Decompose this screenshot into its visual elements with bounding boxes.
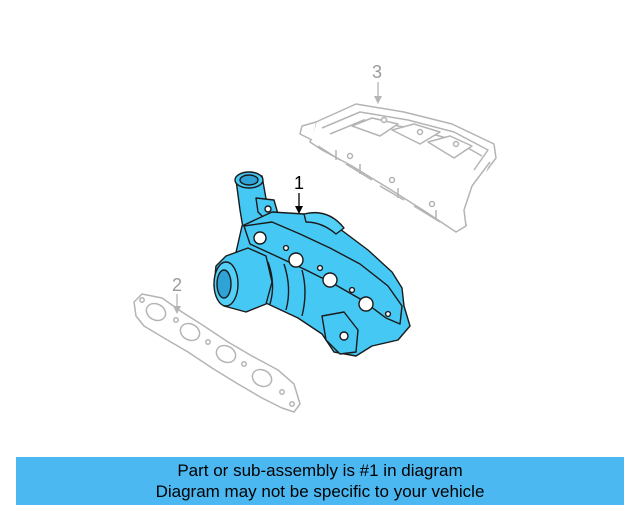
exhaust-manifold-turbo-part-1 — [213, 171, 411, 357]
gasket-part-2 — [133, 293, 301, 413]
callout-number-3: 3 — [372, 62, 383, 82]
callout-number-1: 1 — [294, 173, 305, 193]
info-banner: Part or sub-assembly is #1 in diagram Di… — [16, 457, 624, 505]
banner-line-part-note: Part or sub-assembly is #1 in diagram — [177, 461, 463, 480]
leader-arrow-2 — [173, 306, 181, 314]
banner-line-disclaimer: Diagram may not be specific to your vehi… — [155, 482, 485, 501]
leader-arrow-3 — [374, 96, 382, 104]
leader-arrow-1 — [295, 206, 303, 214]
parts-diagram — [133, 82, 497, 413]
callout-number-2: 2 — [172, 275, 183, 295]
heat-shield-part-3 — [299, 103, 497, 233]
